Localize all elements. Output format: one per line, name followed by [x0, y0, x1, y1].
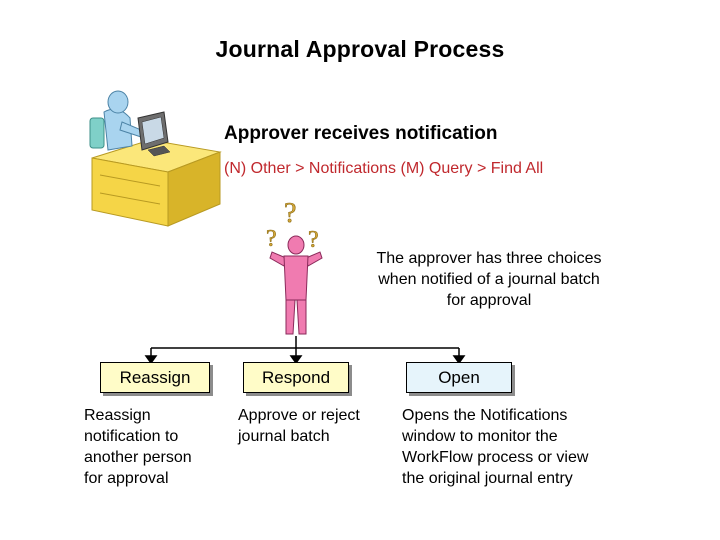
description-line: the original journal entry [402, 470, 573, 487]
description-line: notification to [84, 428, 179, 445]
open-description: Opens the Notifications window to monito… [402, 405, 588, 489]
choices-note-line: for approval [446, 292, 532, 309]
open-box: Open [406, 362, 512, 393]
question-mark-icon: ? [266, 226, 277, 252]
respond-label: Respond [261, 367, 331, 387]
arrowhead [144, 355, 158, 365]
choices-note: The approver has three choices when noti… [350, 248, 628, 311]
respond-box: Respond [243, 362, 349, 393]
connector-lines [144, 336, 466, 365]
description-line: WorkFlow process or view [402, 449, 589, 466]
question-mark-icon: ? [308, 227, 319, 253]
step-heading: Approver receives notification [224, 123, 498, 144]
choices-note-line: when notified of a journal batch [378, 271, 600, 288]
reassign-box: Reassign [100, 362, 210, 393]
page-title: Journal Approval Process [215, 36, 505, 62]
arrowhead [452, 355, 466, 365]
description-line: Approve or reject [238, 407, 360, 424]
respond-description: Approve or reject journal batch [238, 405, 360, 447]
arrowhead [289, 355, 303, 365]
description-line: Opens the Notifications [402, 407, 568, 424]
choices-note-line: The approver has three choices [376, 250, 602, 267]
navigation-path: (N) Other > Notifications (M) Query > Fi… [224, 160, 544, 177]
reassign-label: Reassign [119, 367, 191, 387]
person-at-desk-icon [89, 90, 222, 227]
reassign-description: Reassign notification to another person … [84, 405, 192, 489]
description-line: Reassign [84, 407, 151, 424]
question-mark-icon: ? [284, 198, 296, 229]
confused-person-icon: ? ? ? [266, 198, 323, 335]
open-label: Open [438, 367, 480, 387]
description-line: journal batch [238, 428, 330, 445]
description-line: window to monitor the [402, 428, 558, 445]
description-line: for approval [84, 470, 169, 487]
description-line: another person [84, 449, 192, 466]
